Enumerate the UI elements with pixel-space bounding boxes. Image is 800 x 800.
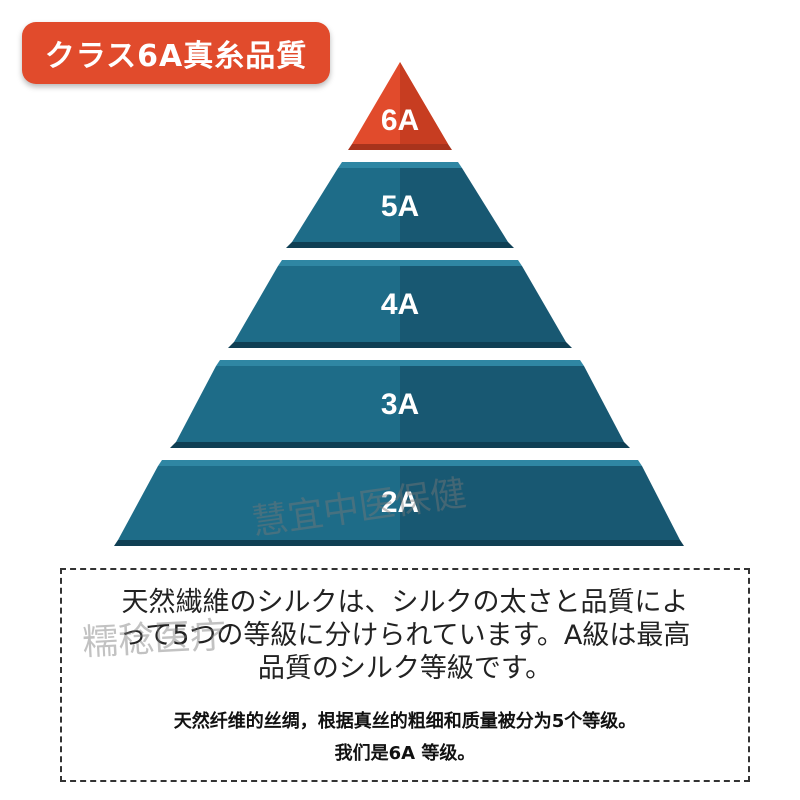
tier-label-2a: 2A	[380, 486, 420, 519]
tier-5a	[286, 162, 514, 248]
tier-label-5a: 5A	[380, 190, 420, 223]
tier-2a	[114, 460, 684, 546]
tier-label-6a: 6A	[380, 104, 420, 137]
tier-3a	[170, 360, 630, 448]
tier-6a	[348, 62, 452, 150]
jp-line-3: 品質のシルク等級です。	[257, 653, 553, 684]
jp-line-2: って5つの等級に分けられています。A級は最高	[119, 620, 691, 651]
quality-pyramid	[114, 62, 684, 546]
quality-badge: クラス6A真糸品質	[22, 22, 330, 84]
jp-line-1: 天然繊維のシルクは、シルクの太さと品質によ	[121, 587, 689, 618]
tier-4a	[228, 260, 572, 348]
cn-line-1: 天然纤维的丝绸，根据真丝的粗细和质量被分为5个等级。	[173, 711, 637, 732]
description-box: 天然繊維のシルクは、シルクの太さと品質によ って5つの等級に分けられています。A…	[60, 568, 750, 782]
chinese-description: 天然纤维的丝绸，根据真丝的粗细和质量被分为5个等级。 我们是6A 等级。	[72, 706, 738, 770]
tier-label-4a: 4A	[380, 288, 420, 321]
japanese-description: 天然繊維のシルクは、シルクの太さと品質によ って5つの等級に分けられています。A…	[82, 586, 728, 685]
tier-label-3a: 3A	[380, 388, 420, 421]
cn-line-2: 我们是6A 等级。	[334, 743, 476, 764]
